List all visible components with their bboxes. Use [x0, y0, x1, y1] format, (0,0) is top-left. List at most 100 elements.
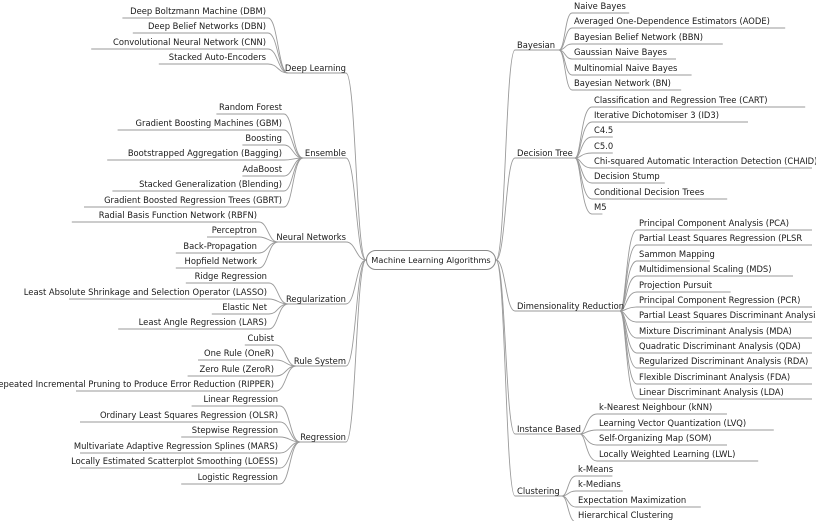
category-regularization: Regularization — [285, 294, 346, 304]
leaf-expectation-maximization: Expectation Maximization — [578, 495, 687, 505]
category-decision-tree: Decision Tree — [517, 148, 573, 158]
leaf-classification-and-regression-tree-cart: Classification and Regression Tree (CART… — [594, 95, 768, 105]
category-ensemble: Ensemble — [304, 148, 346, 158]
leaf-multivariate-adaptive-regression-splines-mars: Multivariate Adaptive Regression Splines… — [73, 441, 278, 451]
leaf-random-forest: Random Forest — [218, 102, 282, 112]
edge-leaf — [619, 229, 638, 312]
leaf-decision-stump: Decision Stump — [594, 171, 660, 181]
edge-leaf — [267, 63, 289, 74]
edge-leaf — [258, 221, 279, 243]
edge-ensemble — [303, 157, 367, 261]
root-node: Machine Learning Algorithms — [366, 250, 496, 270]
edge-leaf — [258, 241, 279, 254]
edge-leaf — [279, 405, 301, 443]
leaf-c4-5: C4.5 — [594, 125, 614, 135]
root-label: Machine Learning Algorithms — [371, 255, 491, 265]
leaf-gradient-boosting-machines-gbm: Gradient Boosting Machines (GBM) — [135, 118, 282, 128]
edge-decision-tree — [495, 157, 575, 261]
edge-leaf — [619, 310, 638, 400]
leaf-elastic-net: Elastic Net — [222, 302, 267, 312]
leaf-k-means: k-Means — [578, 464, 614, 474]
leaf-stacked-generalization-blending: Stacked Generalization (Blending) — [139, 179, 282, 189]
category-deep-learning: Deep Learning — [284, 63, 346, 73]
category-clustering: Clustering — [517, 486, 560, 496]
leaf-m5: M5 — [594, 202, 607, 212]
leaf-self-organizing-map-som: Self-Organizing Map (SOM) — [599, 433, 712, 443]
edge-instance-based — [495, 259, 580, 435]
leaf-deep-boltzmann-machine-dbm: Deep Boltzmann Machine (DBM) — [130, 6, 266, 16]
leaf-regularized-discriminant-analysis-rda: Regularized Discriminant Analysis (RDA) — [639, 356, 809, 366]
edge-leaf — [268, 282, 289, 305]
leaf-adaboost: AdaBoost — [242, 164, 282, 174]
leaf-chi-squared-automatic-interaction-detection-chaid: Chi-squared Automatic Interaction Detect… — [594, 156, 816, 166]
leaf-linear-regression: Linear Regression — [203, 394, 279, 404]
category-regression: Regression — [300, 432, 346, 442]
category-dimensionality-reduction: Dimensionality Reduction — [517, 301, 625, 311]
leaf-zero-rule-zeror: Zero Rule (ZeroR) — [199, 364, 274, 374]
edge-rule-system — [296, 259, 367, 367]
leaf-averaged-one-dependence-estimators-aode: Averaged One-Dependence Estimators (AODE… — [574, 16, 770, 26]
leaf-stepwise-regression: Stepwise Regression — [191, 425, 278, 435]
edge-leaf — [283, 129, 304, 159]
leaf-least-absolute-shrinkage-and-selection-operator-lasso: Least Absolute Shrinkage and Selection O… — [23, 287, 267, 297]
leaf-quadratic-discriminant-analysis-qda: Quadratic Discriminant Analysis (QDA) — [639, 341, 801, 351]
leaf-gradient-boosted-regression-trees-gbrt: Gradient Boosted Regression Trees (GBRT) — [104, 195, 282, 205]
leaf-bootstrapped-aggregation-bagging: Bootstrapped Aggregation (Bagging) — [127, 148, 282, 158]
edge-dimensionality-reduction — [495, 259, 620, 312]
edge-leaf — [267, 17, 289, 74]
edge-leaf — [268, 303, 289, 315]
leaf-mixture-discriminant-analysis-mda: Mixture Discriminant Analysis (MDA) — [639, 326, 792, 336]
leaf-sammon-mapping: Sammon Mapping — [639, 249, 715, 259]
leaf-hopfield-network: Hopfield Network — [184, 256, 257, 266]
edge-neural-networks — [278, 241, 367, 261]
edge-leaf — [579, 433, 598, 462]
edge-leaf — [283, 113, 304, 159]
leaf-locally-weighted-learning-lwl: Locally Weighted Learning (LWL) — [599, 449, 736, 459]
leaf-deep-belief-networks-dbn: Deep Belief Networks (DBN) — [147, 21, 266, 31]
edge-clustering — [495, 259, 562, 497]
leaf-learning-vector-quantization-lvq: Learning Vector Quantization (LVQ) — [599, 418, 747, 428]
leaf-one-rule-oner: One Rule (OneR) — [203, 348, 274, 358]
category-rule-system: Rule System — [293, 356, 346, 366]
leaf-locally-estimated-scatterplot-smoothing-loess: Locally Estimated Scatterplot Smoothing … — [71, 456, 278, 466]
category-bayesian: Bayesian — [517, 40, 556, 50]
leaf-gaussian-naive-bayes: Gaussian Naive Bayes — [574, 47, 667, 57]
leaf-iterative-dichotomiser-3-id3: Iterative Dichotomiser 3 (ID3) — [594, 110, 719, 120]
edge-leaf — [561, 490, 577, 497]
leaf-repeated-incremental-pruning-to-produce-error-reduction-ripper: Repeated Incremental Pruning to Produce … — [0, 379, 274, 389]
edge-leaf — [579, 413, 598, 435]
edge-bayesian — [495, 49, 559, 261]
leaf-hierarchical-clustering: Hierarchical Clustering — [578, 510, 674, 520]
edge-leaf — [268, 303, 289, 330]
leaf-ordinary-least-squares-regression-olsr: Ordinary Least Squares Regression (OLSR) — [99, 410, 278, 420]
leaf-stacked-auto-encoders: Stacked Auto-Encoders — [168, 52, 266, 62]
edge-leaf — [561, 495, 575, 521]
edge-leaf — [267, 32, 289, 74]
leaf-back-propagation: Back-Propagation — [183, 241, 257, 251]
leaf-partial-least-squares-discriminant-analysis: Partial Least Squares Discriminant Analy… — [639, 310, 816, 320]
leaf-ridge-regression: Ridge Regression — [194, 271, 267, 281]
leaf-logistic-regression: Logistic Regression — [197, 472, 278, 482]
leaf-least-angle-regression-lars: Least Angle Regression (LARS) — [138, 317, 267, 327]
leaf-conditional-decision-trees: Conditional Decision Trees — [594, 187, 705, 197]
edge-leaf — [574, 157, 593, 215]
edge-leaf — [574, 136, 593, 159]
leaf-multidimensional-scaling-mds: Multidimensional Scaling (MDS) — [639, 264, 772, 274]
edge-leaf — [558, 49, 573, 91]
edge-deep-learning — [288, 72, 367, 261]
leaf-bayesian-belief-network-bbn: Bayesian Belief Network (BBN) — [574, 32, 704, 42]
edge-leaf — [279, 441, 301, 485]
leaf-k-nearest-neighbour-knn: k-Nearest Neighbour (kNN) — [599, 402, 713, 412]
leaf-boosting: Boosting — [245, 133, 282, 143]
leaf-linear-discriminant-analysis-lda: Linear Discriminant Analysis (LDA) — [639, 387, 784, 397]
edge-regularization — [288, 259, 367, 305]
leaf-principal-component-analysis-pca: Principal Component Analysis (PCA) — [639, 218, 789, 228]
leaf-convolutional-neural-network-cnn: Convolutional Neural Network (CNN) — [113, 37, 266, 47]
leaf-partial-least-squares-regression-plsr: Partial Least Squares Regression (PLSR — [639, 233, 803, 243]
edge-leaf — [267, 48, 289, 74]
edge-leaf — [258, 241, 279, 269]
edge-leaf — [283, 157, 304, 192]
category-neural-networks: Neural Networks — [276, 232, 346, 242]
leaf-naive-bayes: Naive Bayes — [574, 1, 626, 11]
